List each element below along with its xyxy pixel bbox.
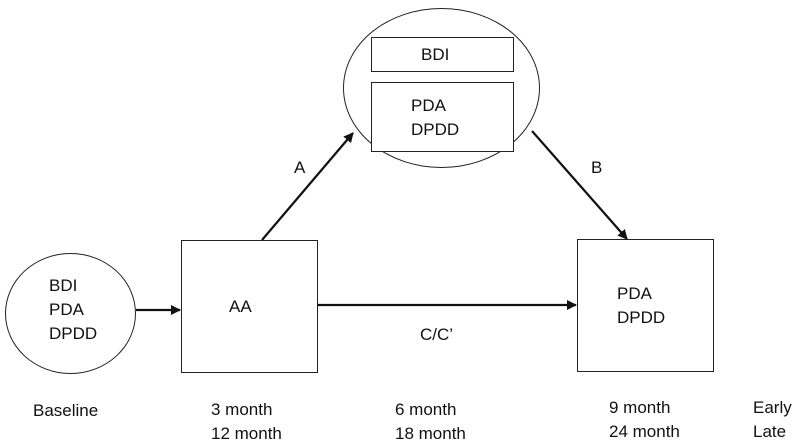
predictor-label: AA [229, 297, 252, 316]
phase-labels: Early Late [753, 396, 792, 444]
path-a-label: A [294, 158, 306, 177]
baseline-measure: PDA [49, 300, 84, 319]
baseline-time-label: Baseline [33, 401, 99, 420]
path-b-label: B [591, 158, 603, 177]
mediator-box-top [371, 37, 514, 72]
arrow-path-a [261, 132, 354, 241]
phase-label: Early [753, 398, 792, 417]
outcome-measure: DPDD [617, 308, 666, 327]
mediator-box-bottom [371, 82, 514, 152]
mediator-measure: DPDD [411, 120, 460, 139]
time-label: 9 month [609, 398, 671, 417]
mediator-measure: PDA [411, 96, 446, 115]
outcome-times: 9 month 24 month [609, 396, 680, 444]
predictor-times: 3 month 12 month [211, 398, 282, 446]
phase-label: Late [753, 422, 787, 441]
mediator-bottom-measures: PDA DPDD [411, 94, 459, 142]
time-label: 6 month [395, 400, 457, 419]
outcome-box [577, 239, 714, 372]
baseline-measure: DPDD [49, 324, 98, 343]
mediator-times: 6 month 18 month [395, 398, 466, 446]
time-label: 12 month [211, 424, 282, 443]
baseline-measure: BDI [49, 276, 78, 295]
path-c-label: C/C’ [420, 325, 454, 344]
arrow-path-b [531, 130, 628, 240]
baseline-measures: BDI PDA DPDD [49, 274, 97, 346]
time-label: 3 month [211, 400, 273, 419]
outcome-measures: PDA DPDD [617, 282, 665, 330]
outcome-measure: PDA [617, 284, 652, 303]
predictor-box [181, 240, 318, 373]
baseline-circle [5, 253, 136, 374]
mediator-top-label: BDI [421, 45, 450, 64]
time-label: 24 month [609, 422, 680, 441]
time-label: 18 month [395, 424, 466, 443]
